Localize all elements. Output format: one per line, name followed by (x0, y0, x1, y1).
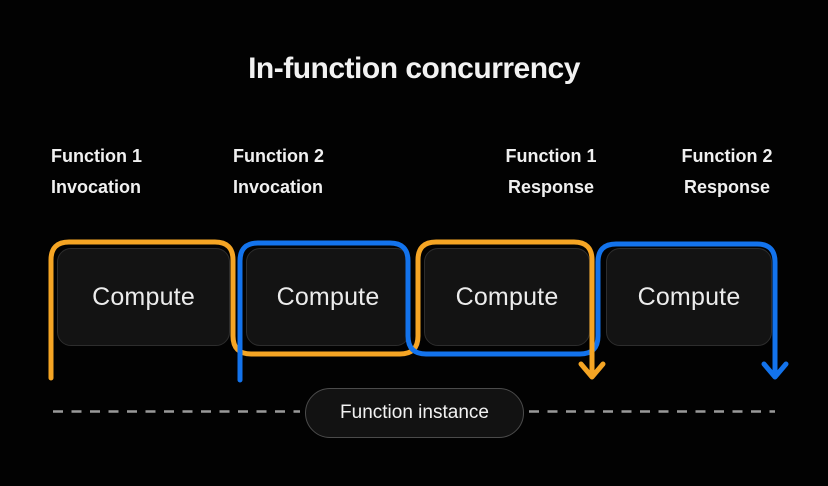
function-instance-label: Function instance (340, 402, 489, 423)
function1-arrow-down-icon (578, 361, 606, 380)
compute-box-4: Compute (606, 248, 772, 346)
diagram-title: In-function concurrency (248, 52, 580, 85)
compute-box-2: Compute (246, 248, 410, 346)
label-line: Response (507, 177, 595, 197)
label-line: Response (683, 177, 771, 197)
label-line: Invocation (233, 177, 324, 197)
label-function1-invocation: Function 1 Invocation (51, 141, 142, 203)
compute-box-label: Compute (92, 282, 195, 311)
label-line: Function 2 (681, 146, 773, 166)
label-line: Function 1 (505, 146, 597, 166)
compute-box-3: Compute (424, 248, 590, 346)
compute-box-label: Compute (276, 282, 380, 311)
label-line: Function 1 (51, 146, 142, 166)
function2-arrow-down-icon (761, 361, 789, 380)
compute-box-1: Compute (57, 248, 230, 346)
label-line: Invocation (51, 177, 142, 197)
compute-box-label: Compute (455, 282, 559, 311)
label-function2-response: Function 2 Response (677, 141, 777, 203)
function-instance-pill: Function instance (305, 388, 524, 438)
label-line: Function 2 (233, 146, 324, 166)
label-function1-response: Function 1 Response (501, 141, 601, 203)
label-function2-invocation: Function 2 Invocation (233, 141, 324, 203)
compute-box-label: Compute (637, 282, 741, 311)
function2-timeline-path (237, 240, 778, 383)
function1-timeline-path (48, 239, 595, 381)
